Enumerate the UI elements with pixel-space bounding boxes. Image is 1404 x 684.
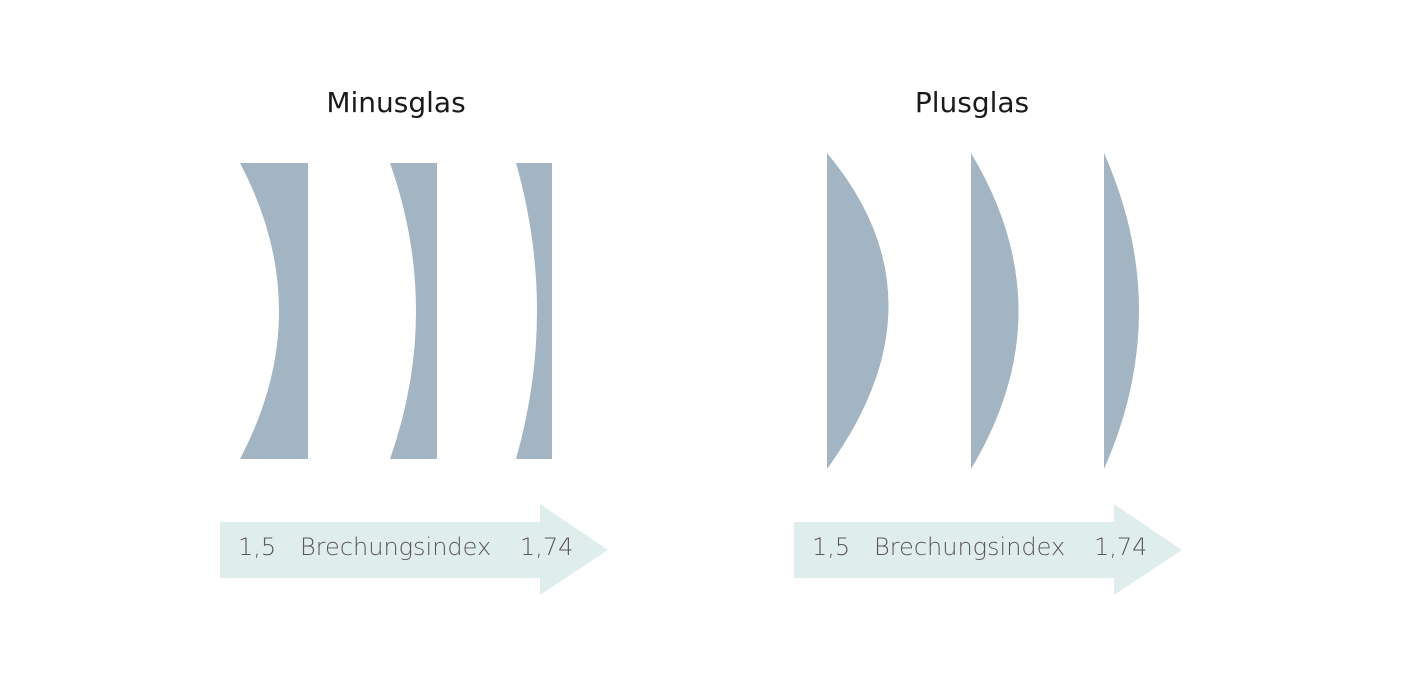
plus-arrow-end: 1,74	[1094, 533, 1148, 561]
minus-arrow	[220, 504, 608, 595]
minus-arrow-label: Brechungsindex	[300, 533, 492, 561]
plus-lens-1-5	[827, 153, 889, 469]
minus-title: Minusglas	[326, 86, 466, 119]
plus-lens-1-74	[1104, 153, 1139, 469]
plus-title: Plusglas	[914, 86, 1030, 119]
minus-lens-1-74	[516, 163, 552, 459]
minus-arrow-end: 1,74	[520, 533, 574, 561]
plus-arrow-label: Brechungsindex	[874, 533, 1066, 561]
plus-lens-1-6	[971, 153, 1019, 469]
minus-lens-1-5	[240, 163, 308, 459]
minus-lenses	[240, 163, 552, 459]
minus-arrow-start: 1,5	[238, 533, 277, 561]
minus-lens-1-6	[390, 163, 437, 459]
plus-arrow	[794, 504, 1182, 595]
plus-arrow-start: 1,5	[812, 533, 851, 561]
plus-lenses	[827, 153, 1139, 469]
